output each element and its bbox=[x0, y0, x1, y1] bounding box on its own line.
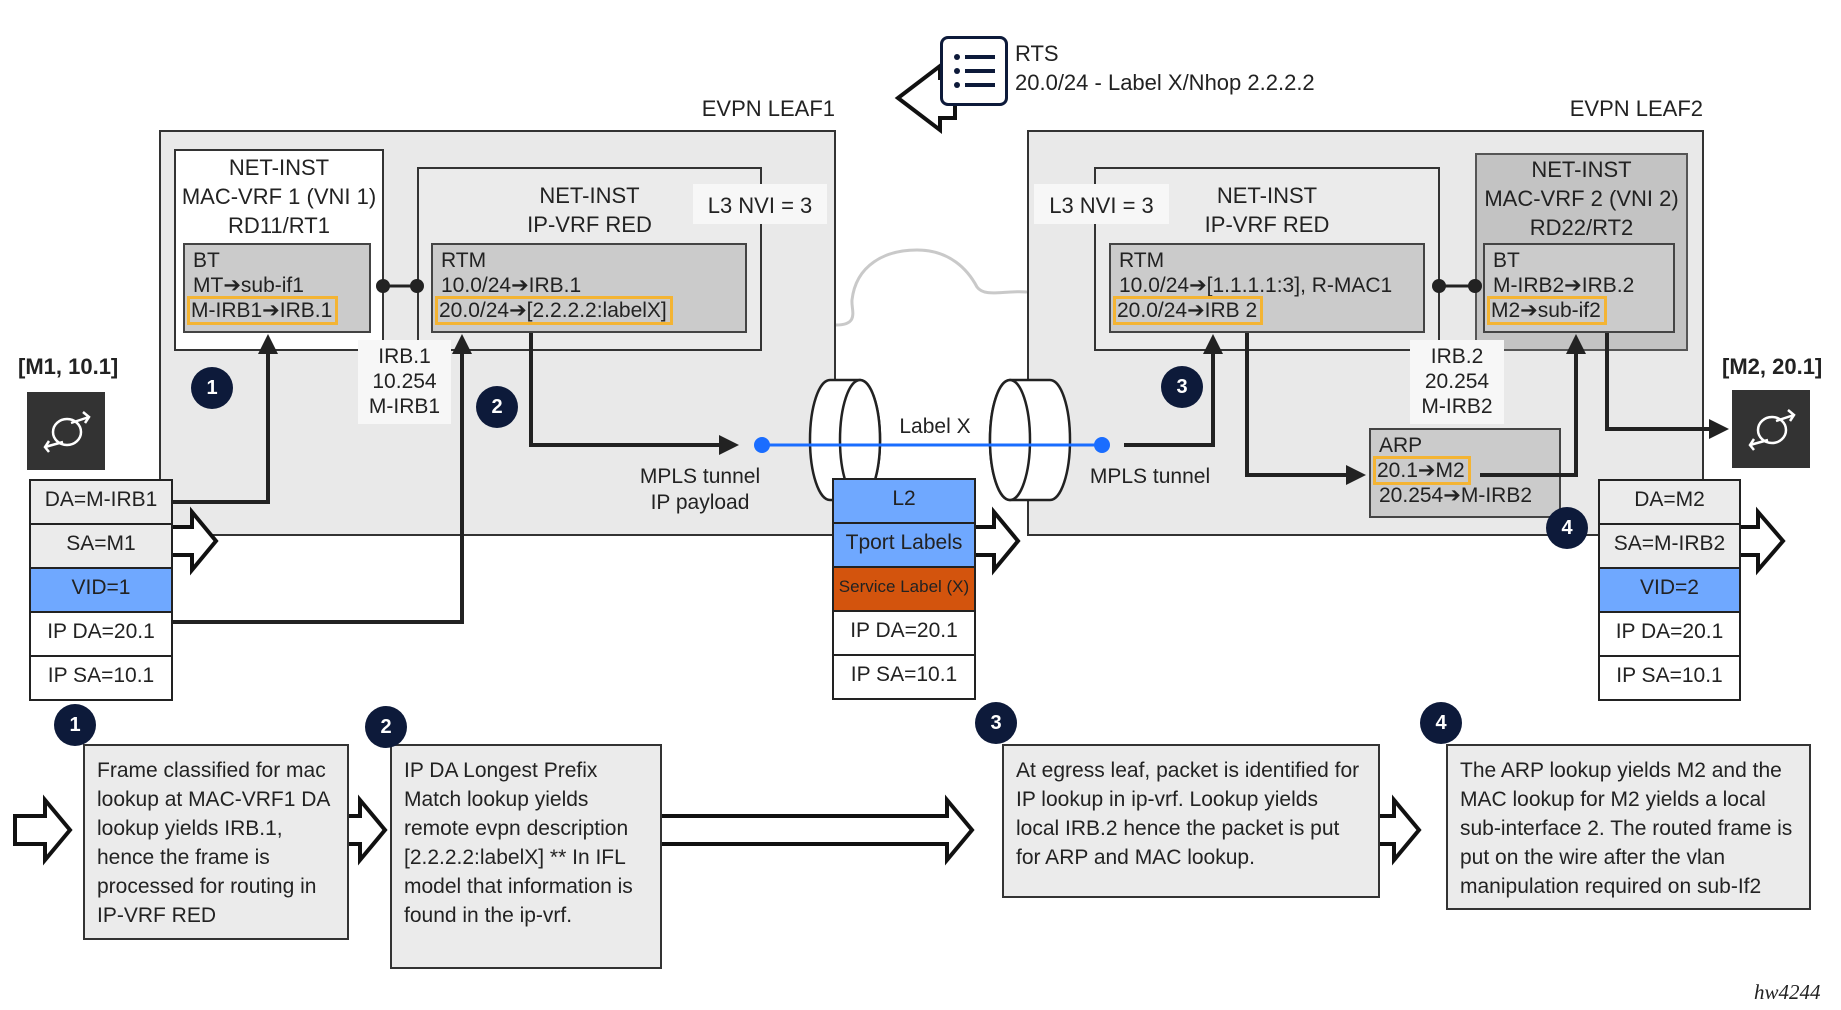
step-note-badge-2: 2 bbox=[365, 706, 407, 748]
leaf1-title: EVPN LEAF1 bbox=[701, 96, 835, 121]
frame-field: IP DA=20.1 bbox=[1598, 611, 1741, 657]
figure-credit: hw4244 bbox=[1754, 980, 1821, 1004]
host-left-label: [M1, 10.1] bbox=[18, 354, 119, 379]
step-note-badge-3: 3 bbox=[975, 702, 1017, 744]
irb-line: IRB.1 bbox=[378, 345, 431, 368]
tunnel-left-caption: MPLS tunnel IP payload bbox=[620, 464, 780, 516]
rts-block: RTS 20.0/24 - Label X/Nhop 2.2.2.2 bbox=[1015, 39, 1315, 97]
frame-field: VID=1 bbox=[29, 567, 173, 613]
table-entry: 10.0/24➔IRB.1 bbox=[441, 274, 582, 297]
table-title: BT bbox=[193, 249, 220, 272]
rts-route: 20.0/24 - Label X/Nhop 2.2.2.2 bbox=[1015, 70, 1315, 95]
step-badge-2: 2 bbox=[476, 386, 518, 428]
step-badge-3: 3 bbox=[1161, 366, 1203, 408]
caption-line: MPLS tunnel bbox=[639, 465, 761, 488]
table-entry-highlighted: 20.1➔M2 bbox=[1373, 456, 1471, 485]
irb-line: 20.254 bbox=[1424, 370, 1490, 393]
host-right[interactable] bbox=[1732, 390, 1810, 468]
table-entry: MT➔sub-if1 bbox=[193, 274, 304, 297]
table-entry: 20.254➔M-IRB2 bbox=[1379, 484, 1532, 507]
leaf2-irb-label: IRB.2 20.254 M-IRB2 bbox=[1410, 340, 1504, 424]
frame-field: IP SA=10.1 bbox=[1598, 655, 1741, 701]
leaf2-ip-vrf-line: NET-INST bbox=[1216, 183, 1318, 208]
leaf2-mac-vrf-line: NET-INST bbox=[1531, 157, 1632, 182]
leaf2-bridge-table: BT M-IRB2➔IRB.2 M2➔sub-if2 bbox=[1483, 243, 1675, 333]
ingress-frame-stack: DA=M-IRB1 SA=M1 VID=1 IP DA=20.1 IP SA=1… bbox=[29, 479, 173, 701]
leaf2-arp-table: ARP 20.1➔M2 20.254➔M-IRB2 bbox=[1369, 428, 1561, 518]
step-note-3: At egress leaf, packet is identified for… bbox=[1002, 744, 1380, 898]
irb-line: M-IRB1 bbox=[368, 395, 441, 418]
tunnel-right-caption: MPLS tunnel bbox=[1089, 465, 1211, 488]
step-note-4: The ARP lookup yields M2 and the MAC loo… bbox=[1446, 744, 1811, 910]
irb-line: 10.254 bbox=[372, 370, 437, 393]
frame-field: DA=M2 bbox=[1598, 479, 1741, 525]
rts-title: RTS bbox=[1015, 41, 1059, 66]
leaf2-l3-nvi: L3 NVI = 3 bbox=[1034, 184, 1169, 224]
frame-field: DA=M-IRB1 bbox=[29, 479, 173, 525]
caption-line: IP payload bbox=[650, 491, 750, 514]
frame-field: Tport Labels bbox=[832, 522, 976, 568]
tunnel-label: Label X bbox=[899, 415, 971, 438]
frame-field: L2 bbox=[832, 478, 976, 524]
leaf2-mac-vrf-line: MAC-VRF 2 (VNI 2) bbox=[1484, 186, 1679, 211]
table-title: RTM bbox=[441, 249, 487, 272]
table-entry-highlighted: 20.0/24➔IRB 2 bbox=[1112, 296, 1264, 325]
frame-field: Service Label (X) bbox=[832, 566, 976, 612]
leaf2-ip-vrf-line: IP-VRF RED bbox=[1204, 212, 1330, 237]
leaf1-ip-vrf-line: IP-VRF RED bbox=[527, 212, 652, 237]
leaf1-mac-vrf-line: RD11/RT1 bbox=[228, 213, 330, 238]
frame-field: IP DA=20.1 bbox=[29, 611, 173, 657]
frame-field: IP SA=10.1 bbox=[832, 654, 976, 700]
leaf1-l3-nvi: L3 NVI = 3 bbox=[693, 184, 827, 224]
leaf1-irb-label: IRB.1 10.254 M-IRB1 bbox=[358, 340, 451, 424]
route-list-icon bbox=[940, 36, 1008, 106]
step-note-2: IP DA Longest Prefix Match lookup yields… bbox=[390, 744, 662, 969]
table-entry: 10.0/24➔[1.1.1.1:3], R-MAC1 bbox=[1119, 274, 1393, 297]
core-frame-stack: L2 Tport Labels Service Label (X) IP DA=… bbox=[832, 478, 976, 700]
step-note-badge-1: 1 bbox=[54, 704, 96, 746]
frame-field: SA=M1 bbox=[29, 523, 173, 569]
host-sync-icon bbox=[1748, 409, 1796, 451]
host-right-label: [M2, 20.1] bbox=[1722, 354, 1823, 379]
leaf1-mac-vrf-line: NET-INST bbox=[228, 155, 330, 180]
irb-line: M-IRB2 bbox=[1421, 395, 1493, 418]
step-badge-1: 1 bbox=[191, 367, 233, 409]
host-sync-icon bbox=[43, 411, 91, 453]
leaf1-mac-vrf-line: MAC-VRF 1 (VNI 1) bbox=[181, 184, 377, 209]
table-entry-highlighted: M-IRB1➔IRB.1 bbox=[186, 296, 339, 325]
table-title: ARP bbox=[1379, 434, 1423, 457]
table-entry: M-IRB2➔IRB.2 bbox=[1493, 274, 1635, 297]
table-title: BT bbox=[1493, 249, 1520, 272]
host-left[interactable] bbox=[27, 392, 105, 470]
leaf2-title: EVPN LEAF2 bbox=[1569, 96, 1703, 121]
frame-field: VID=2 bbox=[1598, 567, 1741, 613]
leaf1-ip-vrf-line: NET-INST bbox=[539, 183, 640, 208]
leaf1-route-table: RTM 10.0/24➔IRB.1 20.0/24➔[2.2.2.2:label… bbox=[431, 243, 747, 333]
egress-frame-stack: DA=M2 SA=M-IRB2 VID=2 IP DA=20.1 IP SA=1… bbox=[1598, 479, 1741, 701]
irb-line: IRB.2 bbox=[1430, 345, 1484, 368]
table-entry-highlighted: 20.0/24➔[2.2.2.2:labelX] bbox=[435, 296, 673, 325]
step-note-1: Frame classified for mac lookup at MAC-V… bbox=[83, 744, 349, 940]
frame-field: IP DA=20.1 bbox=[832, 610, 976, 656]
frame-field: IP SA=10.1 bbox=[29, 655, 173, 701]
step-note-badge-4: 4 bbox=[1420, 702, 1462, 744]
table-entry-highlighted: M2➔sub-if2 bbox=[1487, 296, 1607, 325]
step-badge-4: 4 bbox=[1546, 507, 1588, 549]
leaf1-bridge-table: BT MT➔sub-if1 M-IRB1➔IRB.1 bbox=[183, 243, 371, 333]
leaf2-route-table: RTM 10.0/24➔[1.1.1.1:3], R-MAC1 20.0/24➔… bbox=[1109, 243, 1425, 333]
table-title: RTM bbox=[1119, 249, 1165, 272]
leaf2-mac-vrf-line: RD22/RT2 bbox=[1529, 215, 1634, 240]
frame-field: SA=M-IRB2 bbox=[1598, 523, 1741, 569]
